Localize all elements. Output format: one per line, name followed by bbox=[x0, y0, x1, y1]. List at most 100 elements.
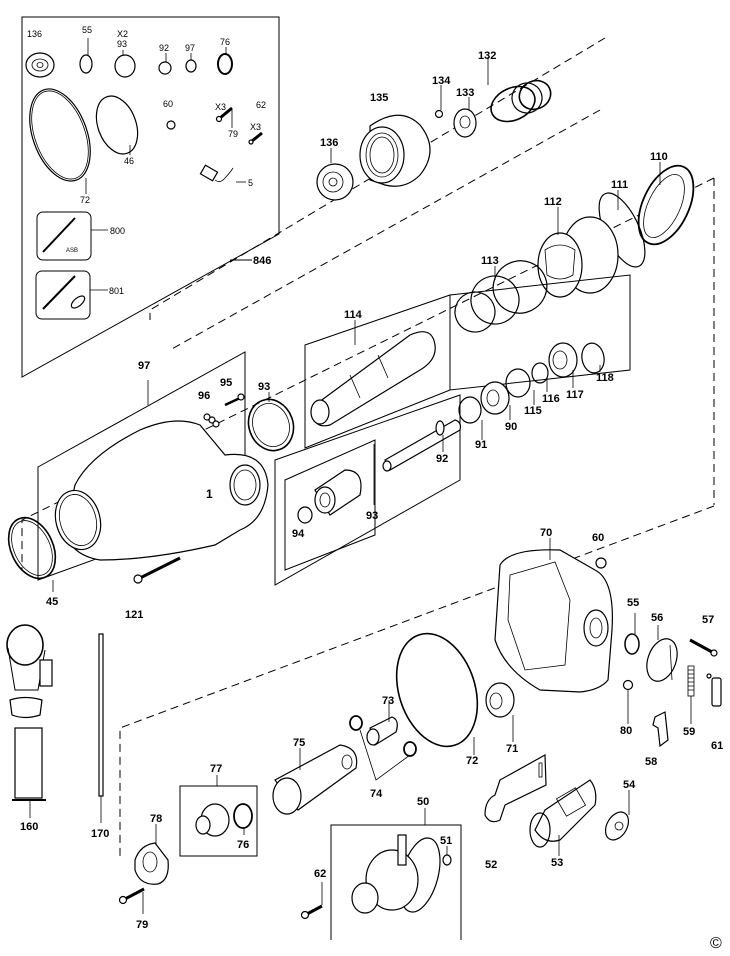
part-chuck-sleeve-135 bbox=[359, 114, 431, 187]
label-kit-62-qty: X3 bbox=[250, 122, 261, 132]
label-114: 114 bbox=[344, 309, 363, 321]
label-112: 112 bbox=[544, 196, 562, 208]
label-74: 74 bbox=[370, 788, 383, 800]
label-170: 170 bbox=[91, 828, 109, 840]
label-kit-92: 92 bbox=[159, 43, 169, 53]
part-selector-knob-56 bbox=[646, 638, 678, 682]
label-91: 117 bbox=[566, 389, 584, 401]
label-116: 95 bbox=[220, 377, 232, 389]
label-96: 93 bbox=[366, 510, 378, 522]
part-o-rings-74 bbox=[349, 715, 417, 781]
label-93-lower: 91 bbox=[475, 439, 487, 451]
part-screw-57 bbox=[689, 638, 718, 657]
label-51: 51 bbox=[440, 835, 452, 847]
label-80: 80 bbox=[620, 725, 632, 737]
label-846: 846 bbox=[253, 255, 271, 267]
kit-chuck-cap bbox=[25, 52, 55, 78]
label-kit-55: 55 bbox=[82, 25, 92, 35]
label-kit-76: 76 bbox=[220, 37, 230, 47]
part-depth-rod-170 bbox=[98, 633, 104, 797]
label-kit-93-qty: X2 bbox=[117, 29, 128, 39]
label-117: 96 bbox=[198, 390, 210, 402]
part-plug-60 bbox=[595, 557, 607, 569]
part-ball-80 bbox=[622, 679, 634, 691]
label-kit-93: 93 bbox=[117, 39, 127, 49]
part-o-ring-97 bbox=[297, 506, 313, 524]
kit-grease-tube-800: ASB bbox=[36, 211, 92, 261]
kit-screw-62 bbox=[248, 131, 263, 145]
part-gear-112 bbox=[537, 216, 619, 298]
part-washer-93-upper bbox=[505, 368, 531, 398]
part-washer-133 bbox=[453, 108, 477, 138]
label-50: 50 bbox=[417, 796, 429, 808]
part-lever-61 bbox=[706, 673, 722, 707]
label-78: 78 bbox=[150, 813, 162, 825]
svg-text:ASB: ASB bbox=[66, 248, 78, 254]
label-58: 58 bbox=[645, 756, 657, 768]
part-shift-fork-52 bbox=[484, 753, 547, 823]
part-screw-62 bbox=[300, 904, 323, 920]
label-55: 55 bbox=[627, 597, 639, 609]
label-110: 110 bbox=[650, 151, 668, 163]
label-95: 92 bbox=[436, 453, 448, 465]
part-clamp-78 bbox=[134, 842, 169, 885]
label-118: 97 bbox=[138, 360, 150, 372]
part-spring-rings-132 bbox=[490, 79, 552, 123]
kit-carbon-brush-5 bbox=[199, 164, 246, 183]
label-45: 45 bbox=[46, 596, 58, 608]
label-115: 93 bbox=[258, 381, 270, 393]
label-62: 62 bbox=[314, 868, 326, 880]
part-bearing-71 bbox=[485, 682, 515, 718]
label-kit-72: 72 bbox=[80, 195, 90, 205]
label-76: 76 bbox=[237, 839, 249, 851]
part-screw-121 bbox=[133, 556, 181, 584]
label-kit-62: 62 bbox=[256, 100, 266, 110]
kit-screw-79 bbox=[215, 106, 233, 123]
label-75: 75 bbox=[293, 737, 305, 749]
kit-o-ring-72 bbox=[29, 88, 91, 182]
label-92: 116 bbox=[542, 393, 560, 405]
part-nuts-117 bbox=[203, 413, 220, 428]
kit-o-ring-76 bbox=[217, 53, 233, 75]
label-kit-46: 46 bbox=[124, 156, 134, 166]
part-intermediate-housing-70 bbox=[494, 549, 613, 693]
part-washer-93-lower bbox=[458, 396, 482, 424]
part-spring-59 bbox=[687, 665, 695, 697]
kit-o-ring-46 bbox=[95, 95, 139, 155]
kit-box: 846 136 55 X2 93 92 97 76 72 bbox=[21, 16, 280, 378]
part-rings-113 bbox=[454, 260, 548, 333]
label-56: 56 bbox=[651, 612, 663, 624]
kit-circlip-92 bbox=[158, 61, 172, 75]
part-pin-73 bbox=[366, 716, 398, 746]
kit-o-ring-93 bbox=[114, 54, 136, 78]
part-ball-134 bbox=[434, 109, 444, 119]
label-57: 57 bbox=[702, 614, 714, 626]
part-circlip-90 bbox=[581, 342, 605, 374]
part-side-handle-160 bbox=[6, 624, 53, 801]
svg-text:1: 1 bbox=[206, 487, 213, 501]
label-94: 90 bbox=[505, 421, 517, 433]
part-gear-housing-118: 1 bbox=[54, 420, 269, 561]
part-o-ring-115 bbox=[247, 398, 295, 452]
label-79: 79 bbox=[136, 919, 148, 931]
label-160: 160 bbox=[20, 821, 38, 833]
part-switch-carrier-53 bbox=[529, 779, 597, 848]
label-77: 77 bbox=[210, 763, 222, 775]
part-o-ring-55 bbox=[624, 633, 640, 655]
label-97: 94 bbox=[292, 528, 305, 540]
label-93-upper: 115 bbox=[524, 405, 542, 417]
label-53: 53 bbox=[551, 857, 563, 869]
part-o-ring-45 bbox=[7, 516, 57, 580]
part-screw-79 bbox=[118, 887, 145, 905]
gear-group: 110 111 112 113 bbox=[454, 151, 695, 333]
part-gear-assembly-50 bbox=[330, 824, 462, 940]
label-135: 135 bbox=[370, 92, 388, 104]
part-o-ring-76 bbox=[233, 803, 253, 829]
kit-o-ring-55 bbox=[79, 54, 93, 74]
label-73: 73 bbox=[382, 695, 394, 707]
piston-group-box bbox=[274, 274, 631, 586]
part-bearing-91 bbox=[548, 342, 578, 378]
label-133: 133 bbox=[456, 87, 474, 99]
label-61: 61 bbox=[711, 740, 723, 752]
label-111: 111 bbox=[611, 179, 628, 191]
